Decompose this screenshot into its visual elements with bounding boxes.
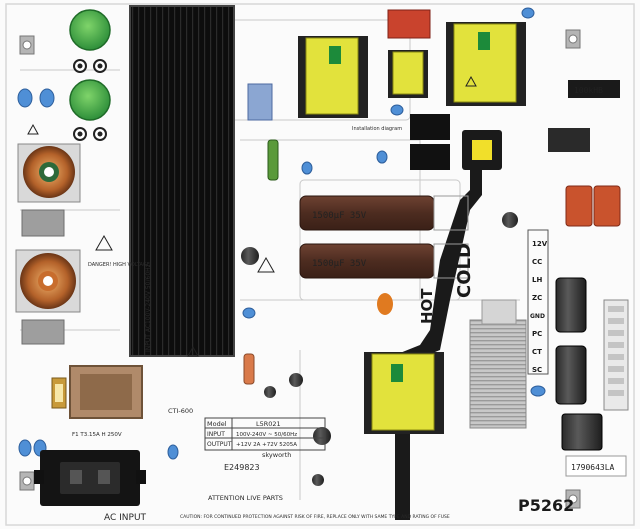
cold-label: COLD	[454, 243, 475, 298]
input-value: 100V-240V ~ 50/60Hz	[236, 432, 297, 438]
cert-number: E249823	[224, 463, 260, 472]
heatsink-side-text: INPUT AC100V-240V 50/60Hz	[145, 264, 152, 352]
mounting-hole-icon	[19, 29, 581, 509]
batch-sticker	[565, 455, 627, 477]
model-value: L5R021	[256, 420, 281, 428]
secondary-heatsink	[469, 299, 527, 429]
svg-text:GND: GND	[530, 313, 545, 320]
capacitor-label-2: 1500µF 35V	[312, 259, 367, 269]
output-connector	[603, 299, 629, 411]
fuse-label: F1 T3.15A H 250V	[72, 432, 122, 438]
transformer-bottom	[364, 352, 444, 434]
svg-text:CC: CC	[532, 258, 542, 266]
brand-label: skyworth	[262, 451, 291, 459]
common-mode-choke-2	[15, 249, 81, 313]
connector-pin-labels: 12V CC LH ZC GND PC CT SC	[527, 229, 549, 375]
thermistor-bottom	[69, 79, 111, 121]
fuse-warning-text: CAUTION: FOR CONTINUED PROTECTION AGAINS…	[180, 514, 450, 520]
capacitor-label-1: 1500µF 35V	[312, 211, 367, 221]
bulk-capacitor-2	[299, 243, 469, 279]
yellow-core-inductor	[462, 130, 502, 170]
hot-label: HOT	[418, 288, 436, 324]
output-label: OUTPUT	[207, 441, 232, 448]
svg-text:SC: SC	[532, 366, 542, 374]
model-info-table	[204, 417, 326, 451]
ctr-label: CTI-600	[168, 407, 193, 415]
input-label: INPUT	[207, 431, 225, 438]
batch-label: 1790643LA	[571, 463, 615, 472]
warning-triangle-icon	[27, 75, 477, 357]
hot-cold-divider	[395, 140, 482, 520]
primary-heatsink	[129, 5, 235, 357]
bulk-capacitor-1	[299, 195, 469, 231]
board-part-number: P5262	[518, 496, 574, 515]
danger-label: DANGER! HIGH VOLTAGE	[88, 262, 150, 268]
common-mode-choke-1	[17, 143, 81, 203]
red-film-capacitor	[387, 9, 431, 39]
fuse	[51, 377, 67, 409]
crystal-oscillator	[568, 80, 620, 98]
thermistor-top	[69, 9, 111, 51]
svg-text:LH: LH	[532, 276, 542, 284]
transformer-right	[446, 22, 526, 106]
svg-text:12V: 12V	[532, 240, 548, 248]
svg-text:CT: CT	[532, 348, 542, 356]
transformer-top	[298, 36, 368, 118]
output-capacitors	[241, 212, 603, 486]
svg-text:ZC: ZC	[532, 294, 542, 302]
ac-input-socket	[34, 450, 146, 506]
crystal-label: 100kHB	[574, 86, 603, 95]
model-label: Model	[207, 420, 227, 428]
ac-input-label: AC INPUT	[104, 513, 147, 523]
output-value: +12V 2A +72V 5205A	[236, 442, 297, 448]
small-transformer	[388, 50, 428, 98]
attention-label: ATTENTION LIVE PARTS	[208, 494, 283, 502]
svg-text:PC: PC	[532, 330, 542, 338]
installation-label: Installation diagram	[352, 126, 402, 132]
